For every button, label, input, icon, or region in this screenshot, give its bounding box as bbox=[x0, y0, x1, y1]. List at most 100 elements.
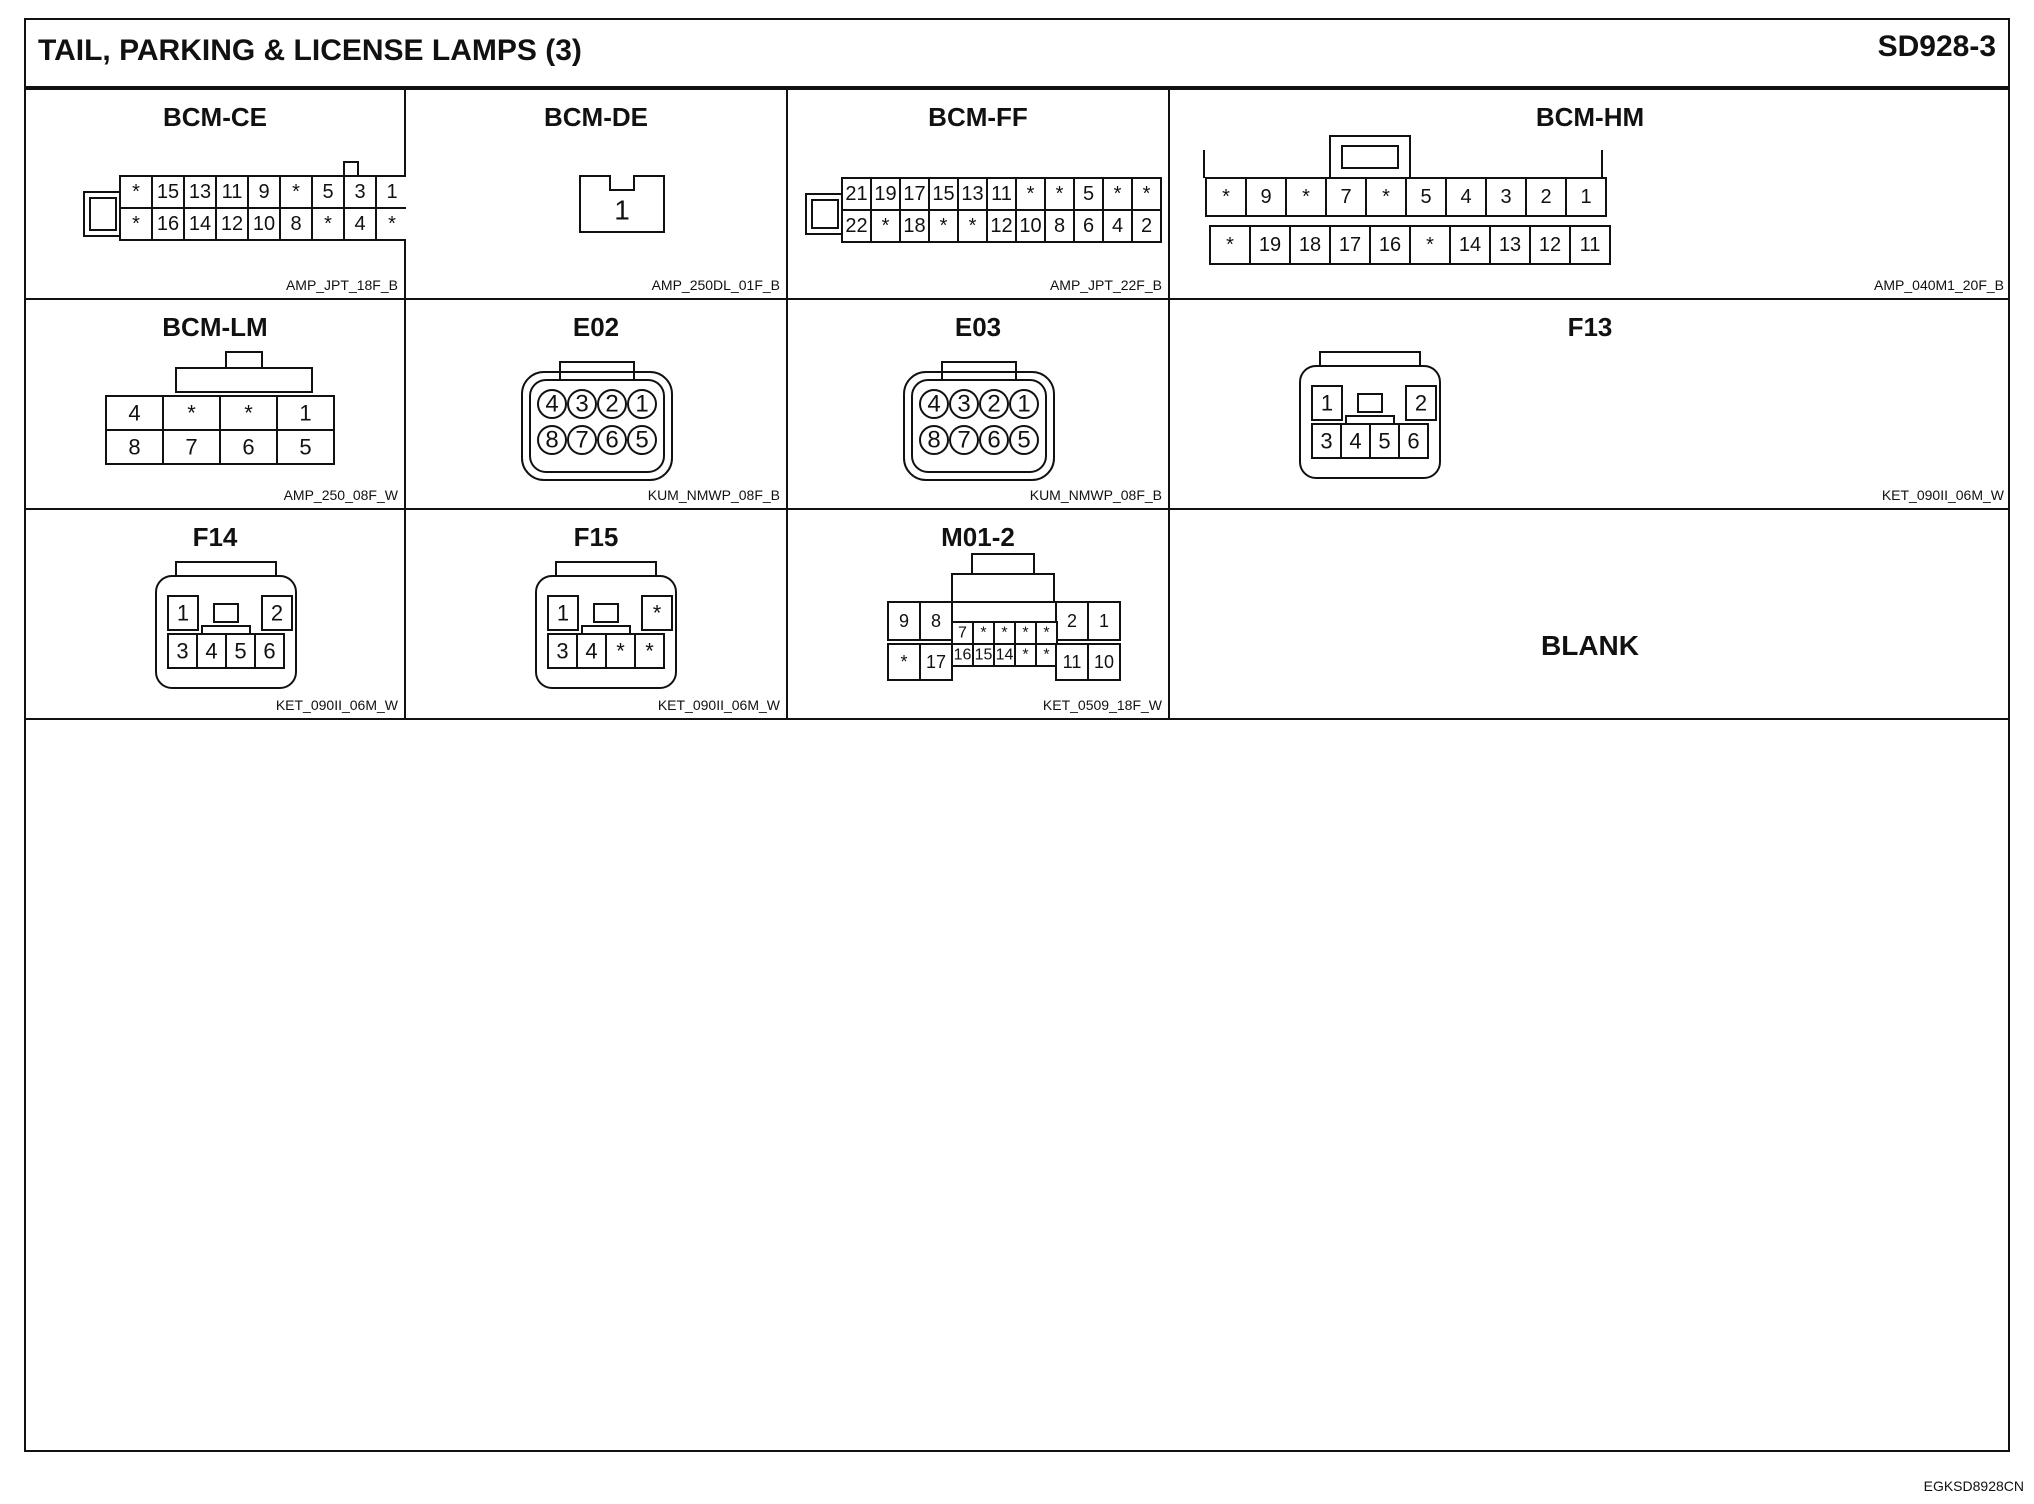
pin-label: 2 bbox=[1141, 215, 1152, 237]
pin-label: 12 bbox=[221, 213, 243, 235]
pin-cell bbox=[1285, 177, 1327, 217]
pin-cell bbox=[167, 595, 199, 631]
pin-label: 7 bbox=[575, 427, 588, 454]
pin-label: 1 bbox=[177, 601, 189, 626]
pin-empty-label: * bbox=[645, 639, 654, 664]
pin-label: 5 bbox=[1378, 429, 1390, 454]
pin-empty-label: * bbox=[1114, 183, 1122, 205]
pin-cell bbox=[1529, 225, 1571, 265]
connector-name: BCM-FF bbox=[928, 102, 1028, 132]
pin-label: 5 bbox=[234, 639, 246, 664]
connector-name: BCM-HM bbox=[1535, 102, 1645, 132]
pin-cell bbox=[641, 595, 673, 631]
pin-label: 11 bbox=[1063, 652, 1082, 672]
connector-name: E03 bbox=[954, 312, 1002, 342]
pin-cell bbox=[919, 643, 953, 681]
pin-label: 5 bbox=[1017, 427, 1030, 454]
pin-label: 16 bbox=[954, 647, 972, 664]
pin-label: 3 bbox=[957, 391, 970, 418]
pin-cell bbox=[899, 209, 930, 243]
pin-label: 4 bbox=[927, 391, 940, 418]
pin-empty-label: * bbox=[1382, 186, 1390, 208]
connector-diagram-bcm-de: 1 bbox=[579, 175, 665, 233]
pin-cell bbox=[1311, 385, 1343, 421]
connector-outline bbox=[521, 371, 673, 481]
pin-label: 6 bbox=[1083, 215, 1094, 237]
pin-label: 3 bbox=[1320, 429, 1332, 454]
connector-outline bbox=[535, 575, 677, 689]
blank-label: BLANK bbox=[1541, 630, 1639, 661]
pin-empty-label: * bbox=[1043, 647, 1049, 664]
pin-cell bbox=[1340, 423, 1371, 459]
pin-cell bbox=[1409, 225, 1451, 265]
pin-label: 7 bbox=[957, 427, 970, 454]
pin-label: 2 bbox=[987, 391, 1000, 418]
connector-outline bbox=[1341, 145, 1399, 169]
connector-part-code: AMP_250_08F_W bbox=[283, 487, 398, 503]
pin-label: 10 bbox=[253, 213, 275, 235]
pin-cell bbox=[183, 207, 217, 241]
pin-label: 15 bbox=[157, 181, 179, 203]
pin-cell bbox=[1289, 225, 1331, 265]
pin-cell bbox=[949, 389, 979, 419]
pin-cell bbox=[1398, 423, 1429, 459]
pin-cell bbox=[196, 633, 227, 669]
pin-cell bbox=[219, 429, 278, 465]
pin-label: 2 bbox=[1415, 391, 1427, 416]
pin-empty-label: * bbox=[1022, 647, 1028, 664]
pin-label: 2 bbox=[1540, 186, 1551, 208]
pin-label: 2 bbox=[1067, 611, 1077, 631]
pin-label: 4 bbox=[585, 639, 597, 664]
pin-empty-label: * bbox=[132, 181, 140, 203]
connector-outline bbox=[529, 379, 665, 473]
pin-empty-label: * bbox=[653, 601, 662, 626]
pin-empty-label: * bbox=[1143, 183, 1151, 205]
connector-name: BCM-DE bbox=[544, 102, 648, 132]
pin-cell bbox=[261, 595, 293, 631]
connector-part-code: KET_090II_06M_W bbox=[1881, 487, 2004, 503]
pin-cell bbox=[375, 207, 406, 241]
pin-label: 4 bbox=[128, 401, 140, 426]
connector-part-code: AMP_040M1_20F_B bbox=[1874, 277, 2004, 293]
pin-label: 1 bbox=[635, 391, 648, 418]
pin-cell bbox=[1087, 643, 1121, 681]
connector-name: M01-2 bbox=[941, 522, 1015, 552]
pin-empty-label: * bbox=[940, 215, 948, 237]
pin-cell bbox=[928, 209, 959, 243]
pin-cell bbox=[627, 389, 657, 419]
pin-cell bbox=[167, 633, 198, 669]
pin-label: 17 bbox=[903, 183, 925, 205]
connector-outline bbox=[213, 603, 239, 623]
pin-cell bbox=[1405, 385, 1437, 421]
pin-label: 6 bbox=[242, 435, 254, 460]
pin-empty-label: * bbox=[1222, 186, 1230, 208]
pin-cell bbox=[151, 207, 185, 241]
pin-empty-label: * bbox=[1043, 625, 1049, 642]
pin-label: 8 bbox=[290, 213, 301, 235]
pin-label: 18 bbox=[903, 215, 925, 237]
pin-cell bbox=[919, 425, 949, 455]
pin-label: 13 bbox=[189, 181, 211, 203]
connector-name: F13 bbox=[1567, 312, 1613, 342]
pin-label: 11 bbox=[991, 183, 1012, 205]
pin-cell bbox=[887, 643, 921, 681]
pin-cell bbox=[870, 209, 901, 243]
pin-empty-label: * bbox=[1302, 186, 1310, 208]
connector-outline bbox=[155, 575, 297, 689]
connector-part-code: KET_0509_18F_W bbox=[1042, 697, 1162, 713]
pin-cell bbox=[105, 395, 164, 431]
connector-part-code: KET_090II_06M_W bbox=[657, 697, 780, 713]
connector-part-code: AMP_250DL_01F_B bbox=[651, 277, 780, 293]
pin-label: 5 bbox=[322, 181, 333, 203]
connector-outline bbox=[1345, 415, 1395, 425]
pin-label: 5 bbox=[1420, 186, 1431, 208]
pin-label: 1 bbox=[1580, 186, 1591, 208]
